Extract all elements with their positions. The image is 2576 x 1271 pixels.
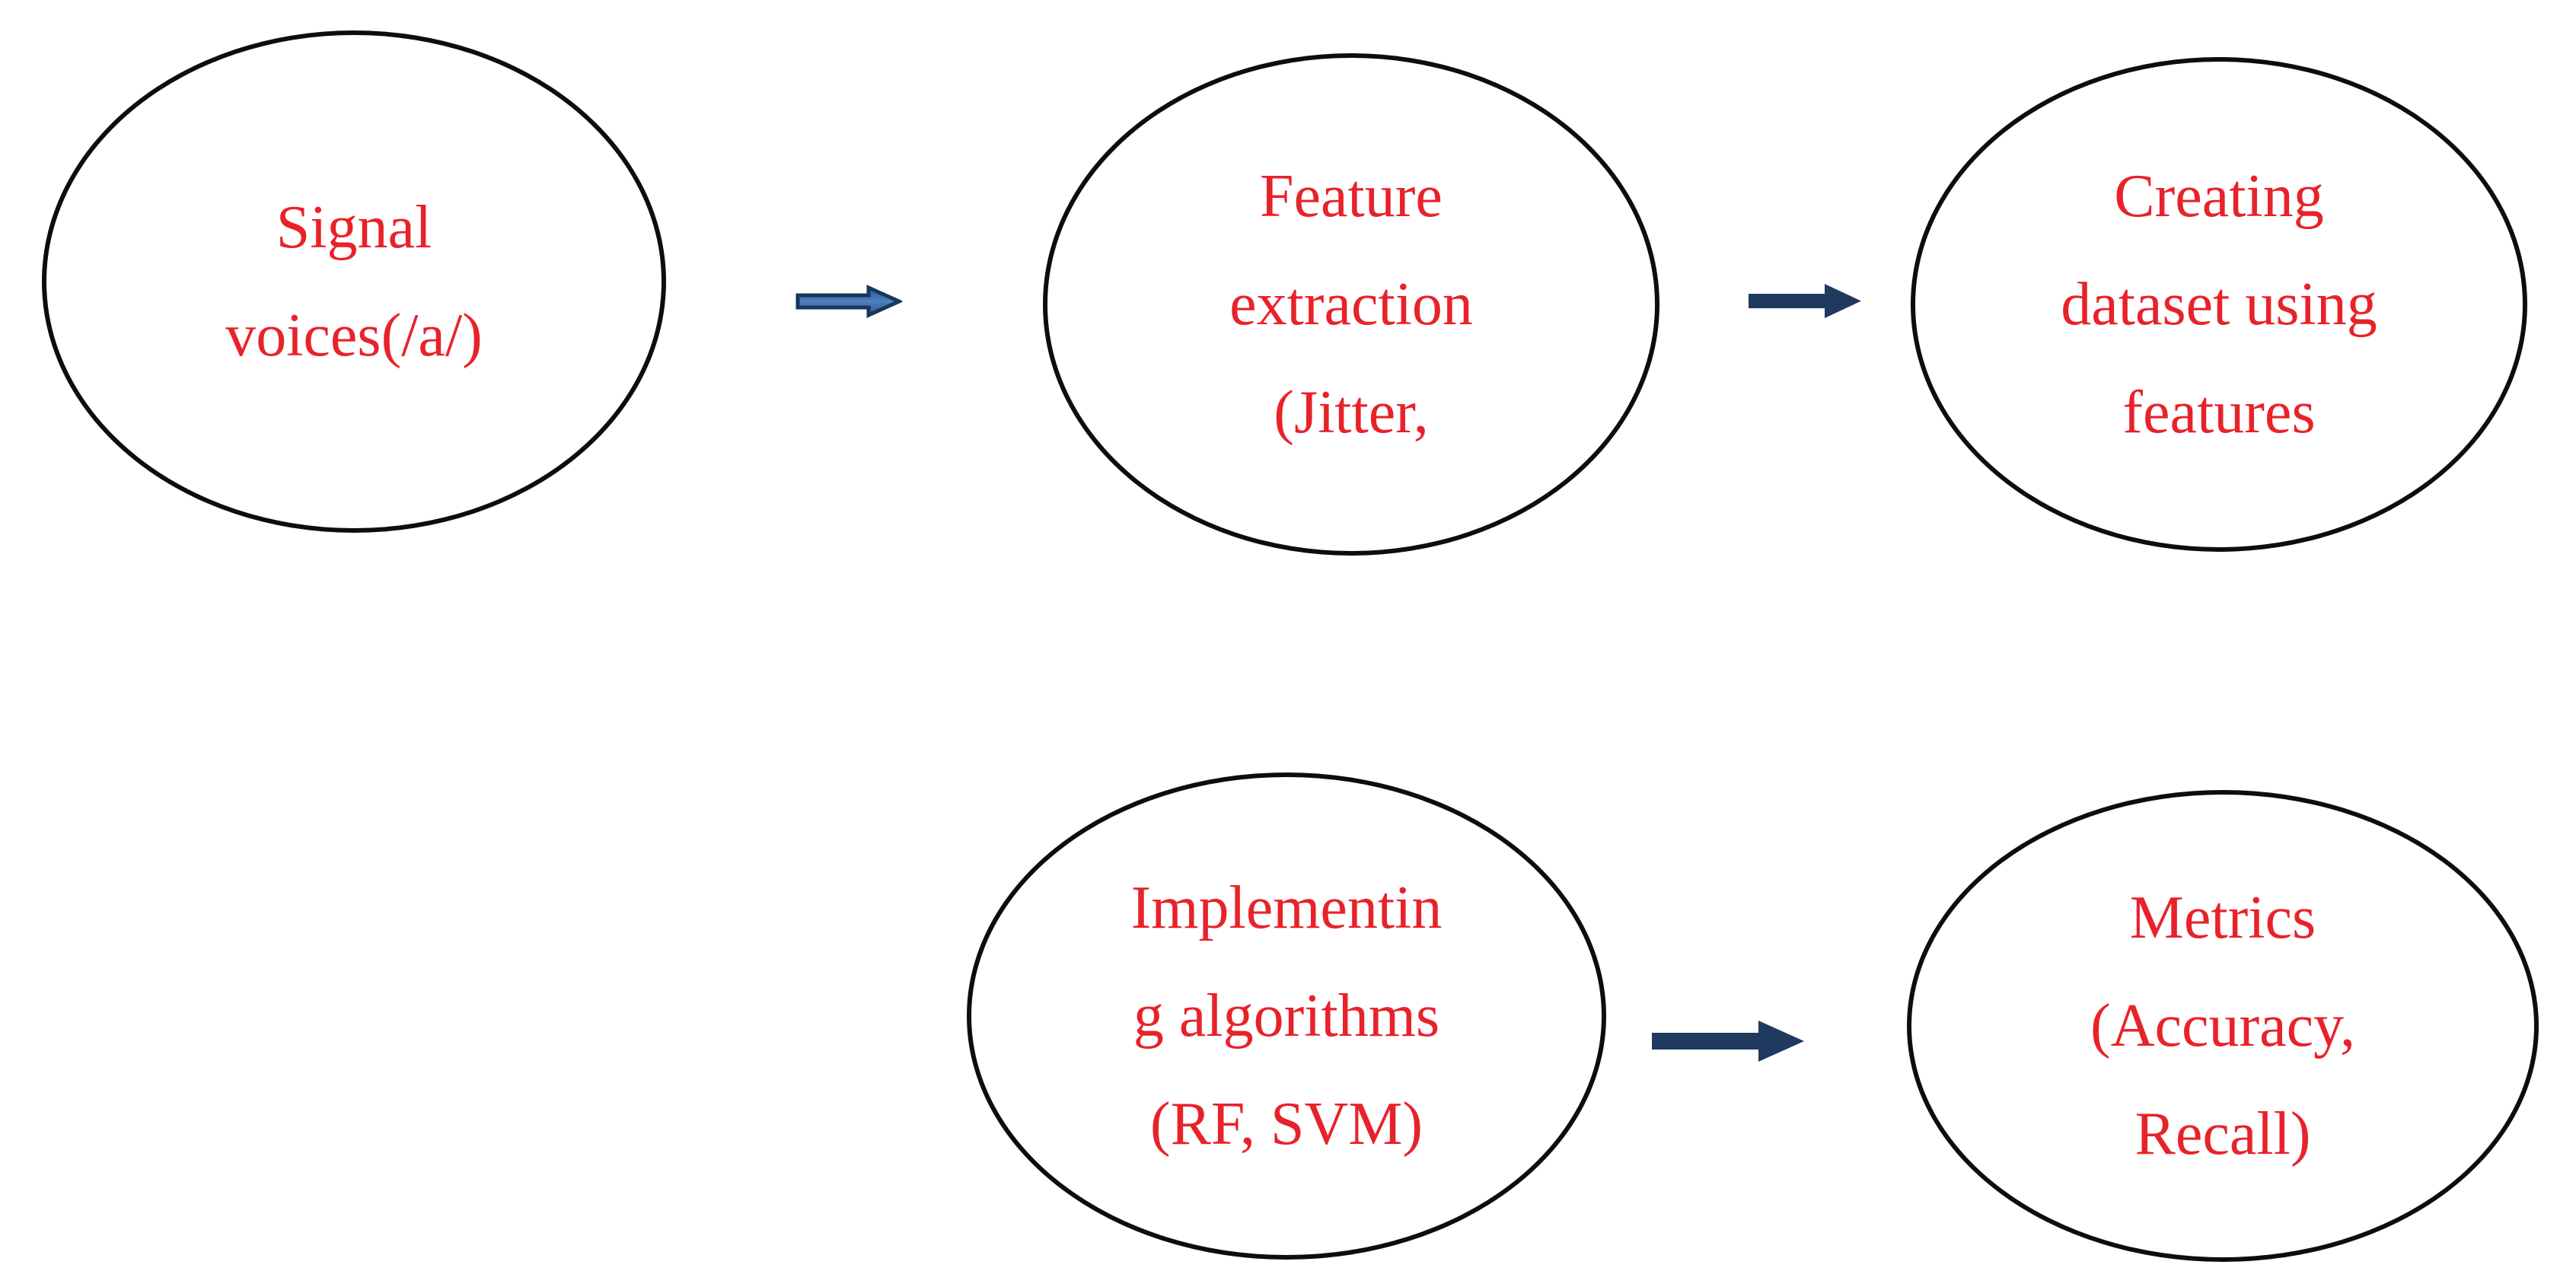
node-text-line: (RF, SVM) <box>1149 1091 1423 1158</box>
node-creating-dataset: Creating dataset using features <box>1911 57 2527 552</box>
node-text-line: (Accuracy, <box>2090 992 2355 1059</box>
node-metrics-label: Metrics (Accuracy, Recall) <box>2090 864 2355 1188</box>
node-text-line: Recall) <box>2134 1101 2311 1167</box>
node-creating-dataset-label: Creating dataset using features <box>2061 142 2377 467</box>
node-signal-voices-label: Signal voices(/a/) <box>225 174 483 390</box>
node-signal-voices: Signal voices(/a/) <box>42 30 666 533</box>
node-text-line: extraction <box>1229 271 1473 338</box>
node-metrics: Metrics (Accuracy, Recall) <box>1907 790 2539 1262</box>
node-text-line: g algorithms <box>1133 983 1440 1050</box>
node-implementing-algorithms: Implementin g algorithms (RF, SVM) <box>967 772 1606 1260</box>
right-arrow-icon <box>1749 284 1861 318</box>
node-feature-extraction-label: Feature extraction (Jitter, <box>1229 142 1473 467</box>
node-text-line: Implementin <box>1130 874 1443 941</box>
node-text-line: features <box>2122 379 2316 446</box>
node-text-line: Metrics <box>2129 884 2316 951</box>
node-text-line: dataset using <box>2061 271 2377 338</box>
node-text-line: Signal <box>276 194 432 261</box>
node-text-line: Feature <box>1260 163 1443 230</box>
right-arrow-icon <box>795 285 902 318</box>
node-feature-extraction: Feature extraction (Jitter, <box>1043 53 1659 556</box>
node-text-line: Creating <box>2114 163 2324 230</box>
node-text-line: voices(/a/) <box>225 302 483 369</box>
right-arrow-icon <box>1652 1021 1804 1062</box>
node-text-line: (Jitter, <box>1274 379 1429 446</box>
node-implementing-algorithms-label: Implementin g algorithms (RF, SVM) <box>1131 854 1443 1178</box>
